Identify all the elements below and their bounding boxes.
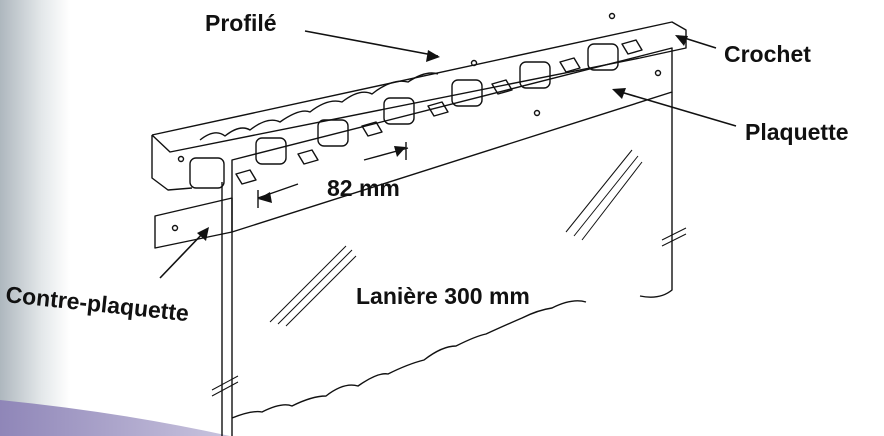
arrow-profile [304,30,439,57]
profile-hole [177,155,185,163]
plaquette-strip [231,47,673,233]
laniere-bottom-edge [231,300,587,419]
plaquette-hole [654,69,662,77]
laniere-glare-marks [211,149,687,397]
left-shadow-band [0,0,70,436]
label-profile: Profilé [205,10,277,36]
leader-arrows [159,30,737,279]
label-crochet: Crochet [724,41,811,67]
arrow-contre-plaquette [159,229,207,279]
label-laniere: Lanière 300 mm [356,283,530,309]
label-dimension: 82 mm [327,175,400,201]
clip-row [189,43,619,189]
profile-hole [470,59,478,67]
dimension-line [257,142,409,208]
profile-rail [151,21,687,191]
profile-wave [199,72,439,141]
arrow-heads [197,35,688,241]
laniere-sheet [221,92,673,436]
floor-band [0,400,230,436]
label-plaquette: Plaquette [745,119,849,145]
contre-plaquette-hole [171,224,179,232]
plaquette-hole [533,109,541,117]
profile-hole [608,12,616,20]
arrow-plaquette [613,89,737,127]
contre-plaquette-bar [154,197,233,249]
hook-row [235,39,643,185]
